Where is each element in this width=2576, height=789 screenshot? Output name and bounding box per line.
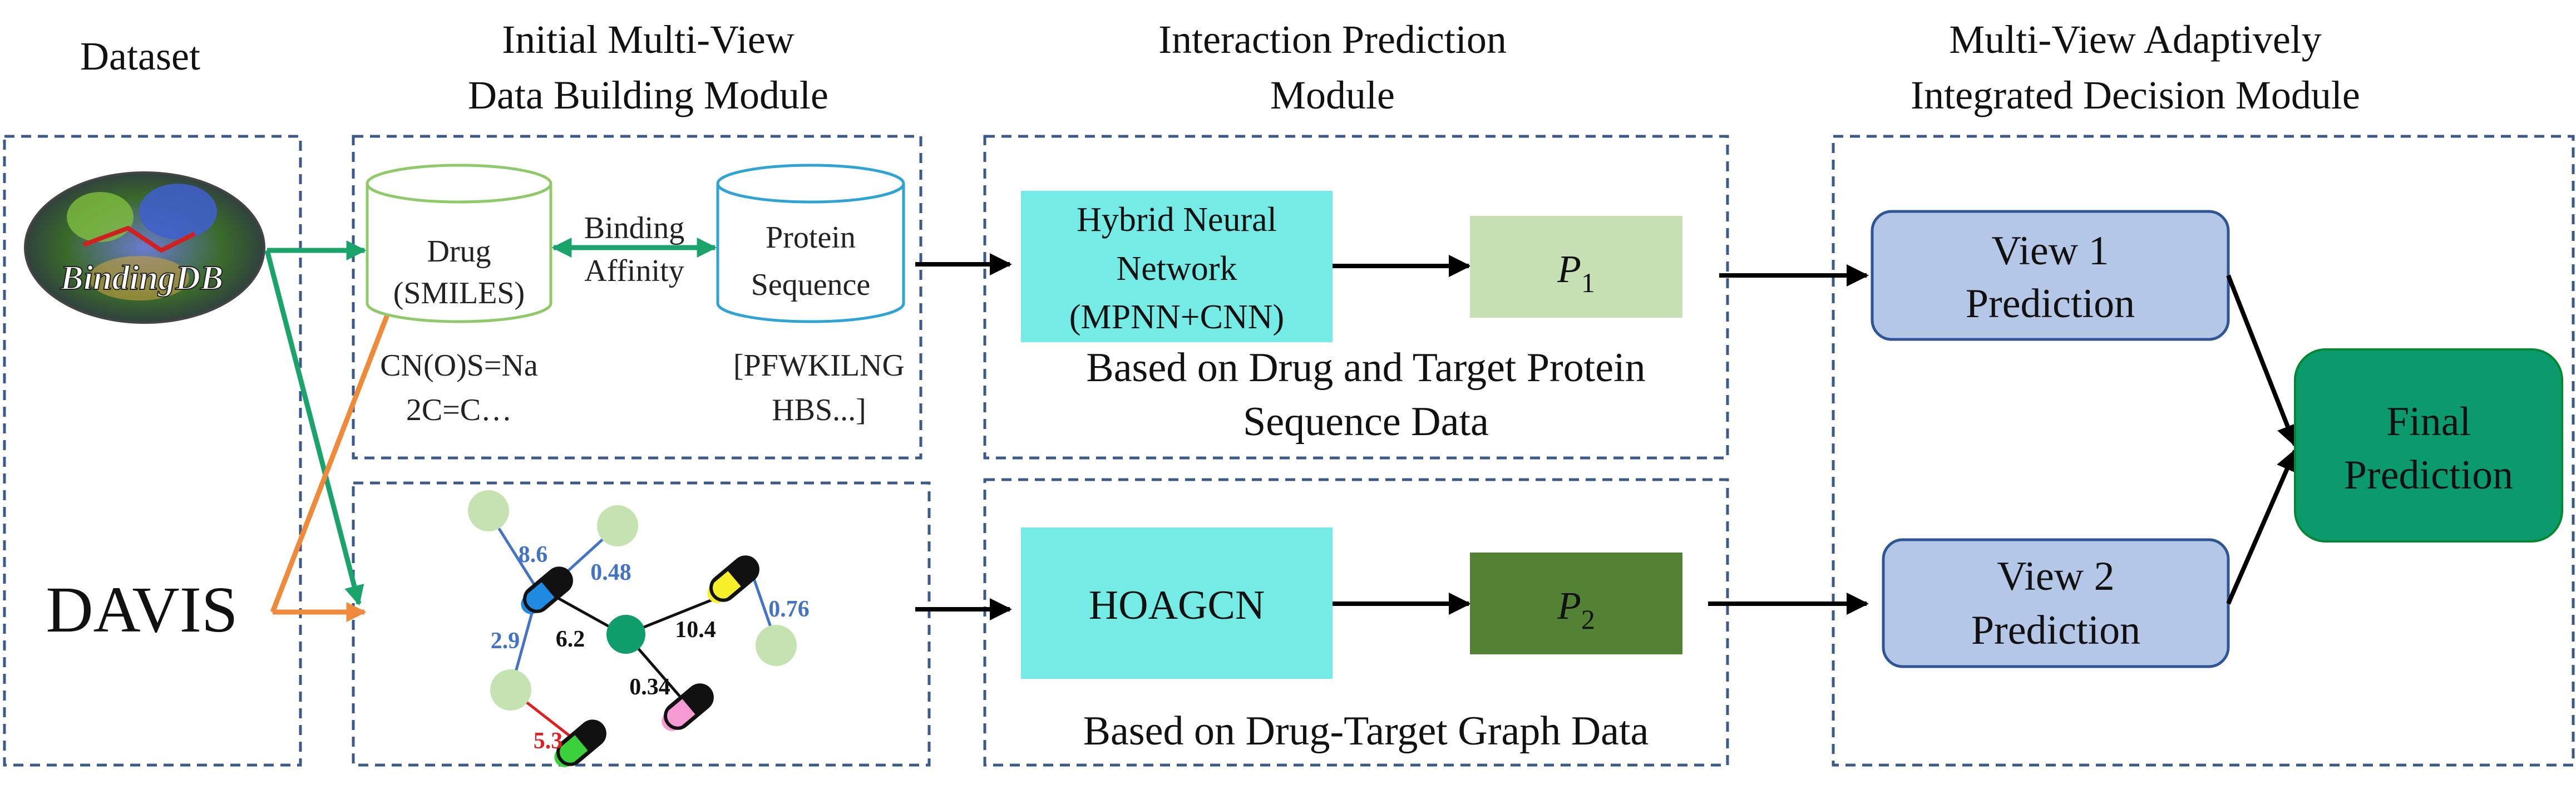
arrow-davis-to-sequence bbox=[270, 257, 412, 613]
edge-weight: 5.3 bbox=[534, 728, 563, 754]
graph-node bbox=[597, 505, 638, 546]
final-prediction-line2: Prediction bbox=[2344, 452, 2513, 498]
header-decision-line2: Integrated Decision Module bbox=[1911, 73, 2360, 117]
edge-weight: 0.48 bbox=[590, 560, 631, 585]
header-decision-line1: Multi-View Adaptively bbox=[1949, 17, 2322, 62]
graph-node bbox=[468, 490, 509, 531]
header-interaction-line1: Interaction Prediction bbox=[1158, 17, 1507, 62]
sequence-label: Sequence bbox=[751, 268, 871, 302]
graph-node bbox=[756, 625, 797, 666]
edge-weight: 10.4 bbox=[675, 617, 716, 643]
header-dataset: Dataset bbox=[80, 34, 200, 78]
p1-label: P1 bbox=[1557, 248, 1595, 298]
drug-label: Drug bbox=[427, 234, 491, 269]
edge-weight: 8.6 bbox=[519, 542, 548, 568]
view1-description-line1: Based on Drug and Target Protein bbox=[1086, 345, 1645, 391]
final-prediction-box bbox=[2294, 348, 2563, 543]
view2-interaction-panel bbox=[983, 478, 1729, 767]
edge-weight: 6.2 bbox=[556, 627, 585, 652]
drug-capsule-yellow bbox=[707, 555, 759, 603]
view1-prediction-line2: Prediction bbox=[1966, 281, 2135, 327]
drug-capsule-green bbox=[554, 719, 606, 767]
arrow-bindingdb-to-graph bbox=[264, 249, 364, 606]
header-initial-line1: Initial Multi-View bbox=[502, 17, 794, 62]
drug-target-graph: 8.6 0.48 2.9 6.2 10.4 0.76 0.34 5.3 bbox=[468, 490, 810, 767]
drug-database-cylinder: Drug (SMILES) bbox=[366, 164, 552, 323]
view2-prediction-line2: Prediction bbox=[1971, 608, 2140, 653]
edge-weight: 2.9 bbox=[491, 628, 520, 654]
protein-database-cylinder: Protein Sequence bbox=[716, 164, 905, 323]
bindingdb-logo-text: BindingDB bbox=[60, 259, 224, 297]
view2-prediction-line1: View 2 bbox=[1997, 554, 2114, 599]
hoagcn-label: HOAGCN bbox=[1089, 583, 1265, 628]
p1-output-box bbox=[1470, 216, 1682, 318]
hybrid-label-line2: Network bbox=[1117, 250, 1237, 288]
view1-prediction-line1: View 1 bbox=[1991, 228, 2109, 274]
sequence-data-panel bbox=[352, 135, 922, 460]
header-initial-line2: Data Building Module bbox=[468, 73, 828, 117]
hybrid-label-line3: (MPNN+CNN) bbox=[1069, 298, 1284, 336]
binding-label: Binding bbox=[584, 211, 684, 245]
sequence-example-line2: HBS...] bbox=[772, 393, 866, 427]
drug-capsule-blue bbox=[521, 566, 573, 614]
sequence-example-line1: [PFWKILNG bbox=[733, 348, 905, 383]
arrow-view2-to-final bbox=[2226, 448, 2297, 605]
view1-description-line2: Sequence Data bbox=[1243, 399, 1489, 445]
decision-panel bbox=[1832, 135, 2575, 767]
hybrid-neural-network-box bbox=[1021, 191, 1333, 342]
graph-data-panel bbox=[352, 481, 931, 767]
bindingdb-logo: BindingDB bbox=[24, 171, 265, 324]
smiles-example-line1: CN(O)S=Na bbox=[380, 348, 538, 383]
edge-weight: 0.76 bbox=[768, 596, 810, 622]
graph-center-node bbox=[606, 615, 645, 654]
davis-label: DAVIS bbox=[46, 573, 238, 646]
hoagcn-box bbox=[1021, 527, 1333, 679]
graph-node bbox=[490, 669, 531, 711]
drug-smiles-label: (SMILES) bbox=[393, 276, 525, 310]
view1-interaction-panel bbox=[983, 135, 1729, 460]
header-interaction-line2: Module bbox=[1270, 73, 1395, 117]
arrow-view1-to-final bbox=[2226, 274, 2298, 447]
protein-label: Protein bbox=[766, 220, 856, 255]
smiles-example-line2: 2C=C… bbox=[406, 393, 512, 427]
p2-output-box bbox=[1470, 553, 1682, 654]
view2-description: Based on Drug-Target Graph Data bbox=[1083, 708, 1649, 754]
affinity-label: Affinity bbox=[584, 254, 684, 288]
final-prediction-line1: Final bbox=[2386, 399, 2471, 445]
edge-weight: 0.34 bbox=[629, 674, 670, 700]
p2-label: P2 bbox=[1557, 585, 1595, 635]
dataset-panel bbox=[3, 135, 302, 767]
drug-capsule-pink bbox=[662, 683, 714, 731]
hybrid-label-line1: Hybrid Neural bbox=[1077, 201, 1277, 239]
